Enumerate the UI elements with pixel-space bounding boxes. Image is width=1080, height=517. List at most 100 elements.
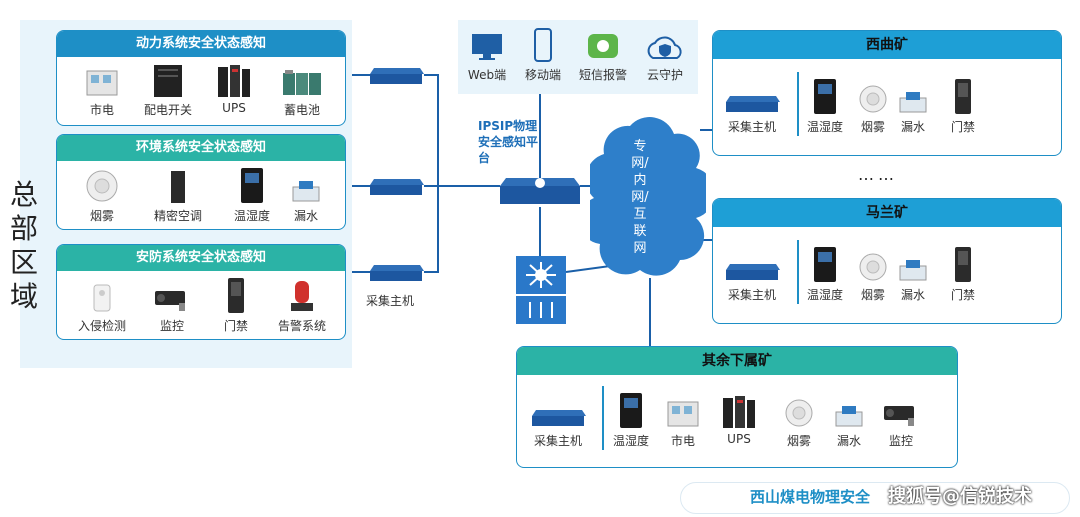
mine-device-item: 市电 bbox=[654, 392, 712, 449]
item-label: 配电开关 bbox=[143, 103, 192, 117]
item-label: 温湿度 bbox=[233, 209, 270, 223]
iot-collector-icon bbox=[522, 392, 594, 428]
xiqu-mine-panel: 西曲矿 bbox=[712, 30, 1062, 156]
core-router-icon bbox=[516, 256, 566, 324]
iot-collector-icon bbox=[370, 68, 424, 84]
iot-collector-icon bbox=[716, 78, 788, 114]
temp-humidity-sensor-icon bbox=[217, 167, 287, 203]
device-label: 温湿度 bbox=[806, 120, 843, 134]
web-terminal: Web端 bbox=[452, 26, 522, 83]
terminal-label: Web端 bbox=[467, 68, 507, 82]
temp-humidity-sensor-icon bbox=[796, 246, 854, 282]
cloud-guard-terminal: 云守护 bbox=[630, 26, 700, 83]
temp-humidity-sensor-icon bbox=[602, 392, 660, 428]
malan-mine-panel: 马兰矿 bbox=[712, 198, 1062, 324]
device-label: 门禁 bbox=[950, 120, 975, 134]
item-label: 漏水 bbox=[293, 209, 318, 223]
terminal-label: 云守护 bbox=[646, 68, 683, 82]
message-icon bbox=[568, 26, 638, 62]
access-control-icon bbox=[934, 78, 992, 114]
smoke-detector-icon bbox=[67, 167, 137, 203]
device-label: 烟雾 bbox=[860, 120, 885, 134]
device-label: 温湿度 bbox=[806, 288, 843, 302]
item-label: 门禁 bbox=[223, 319, 248, 333]
mine-title: 马兰矿 bbox=[713, 199, 1061, 227]
alarm-light-icon bbox=[267, 277, 337, 313]
watermark: 搜狐号@信锐技术 bbox=[888, 486, 1032, 507]
platform-label: IPSIP物理安全感知平台 bbox=[478, 119, 539, 165]
smoke-detector-icon bbox=[844, 246, 902, 282]
cloud-shield-icon bbox=[630, 26, 700, 62]
device-separator bbox=[797, 72, 799, 136]
security-system-title: 安防系统安全状态感知 bbox=[57, 245, 345, 271]
mine-device-item: 采集主机 bbox=[716, 78, 788, 135]
item-label: 监控 bbox=[159, 319, 184, 333]
precision-ac-item: 精密空调 bbox=[143, 167, 213, 224]
item-label: 告警系统 bbox=[277, 319, 326, 333]
iot-collector-icon bbox=[370, 179, 424, 195]
mobile-terminal: 移动端 bbox=[508, 26, 578, 83]
mine-device-item: 采集主机 bbox=[522, 392, 594, 449]
footer-title: 西山煤电物理安全 bbox=[750, 488, 871, 506]
terminal-label: 移动端 bbox=[524, 68, 561, 82]
power-meter-icon bbox=[654, 392, 712, 428]
battery-item: 蓄电池 bbox=[267, 61, 337, 118]
mine-device-item: 门禁 bbox=[934, 78, 992, 135]
camera-icon bbox=[137, 277, 207, 313]
water-leak-item: 漏水 bbox=[271, 167, 341, 224]
mine-device-item: 门禁 bbox=[934, 246, 992, 303]
mine-device-item: UPS bbox=[710, 392, 768, 446]
smoke-detector-icon bbox=[770, 392, 828, 428]
battery-icon bbox=[267, 61, 337, 97]
power-meter-icon bbox=[67, 61, 137, 97]
mine-device-item: 漏水 bbox=[884, 246, 942, 303]
temp-humidity-item: 温湿度 bbox=[217, 167, 287, 224]
mine-device-item: 温湿度 bbox=[602, 392, 660, 449]
intrusion-item: 入侵检测 bbox=[67, 277, 137, 334]
device-label: 温湿度 bbox=[612, 434, 649, 448]
device-separator bbox=[797, 240, 799, 304]
security-system-panel: 安防系统安全状态感知 入侵检测 监控 门禁 告警系统 bbox=[56, 244, 346, 340]
terminal-label: 短信报警 bbox=[578, 68, 627, 82]
mine-device-item: 采集主机 bbox=[716, 246, 788, 303]
cloud-label: 专网/内网/互联网 bbox=[631, 139, 649, 256]
item-label: 市电 bbox=[89, 103, 114, 117]
water-leak-sensor-icon bbox=[820, 392, 878, 428]
mine-device-item: 漏水 bbox=[884, 78, 942, 135]
mine-title: 其余下属矿 bbox=[517, 347, 957, 375]
device-label: 漏水 bbox=[900, 288, 925, 302]
iot-collector-icon bbox=[716, 246, 788, 282]
water-leak-sensor-icon bbox=[271, 167, 341, 203]
access-control-item: 门禁 bbox=[201, 277, 271, 334]
device-label: 采集主机 bbox=[727, 288, 776, 302]
water-leak-sensor-icon bbox=[884, 78, 942, 114]
item-label: UPS bbox=[222, 101, 246, 115]
smoke-detector-icon bbox=[844, 78, 902, 114]
item-label: 精密空调 bbox=[153, 209, 202, 223]
mine-device-item: 漏水 bbox=[820, 392, 878, 449]
item-label: 烟雾 bbox=[89, 209, 114, 223]
device-label: 采集主机 bbox=[533, 434, 582, 448]
air-conditioner-icon bbox=[143, 167, 213, 203]
environment-system-title: 环境系统安全状态感知 bbox=[57, 135, 345, 161]
mine-device-item: 烟雾 bbox=[844, 246, 902, 303]
collector-label: 采集主机 bbox=[366, 294, 415, 308]
mine-device-item: 烟雾 bbox=[844, 78, 902, 135]
cabinet-icon bbox=[133, 61, 203, 97]
access-control-icon bbox=[201, 277, 271, 313]
device-label: 门禁 bbox=[950, 288, 975, 302]
temp-humidity-sensor-icon bbox=[796, 78, 854, 114]
environment-system-panel: 环境系统安全状态感知 烟雾 精密空调 温湿度 漏水 bbox=[56, 134, 346, 230]
mobile-phone-icon bbox=[508, 26, 578, 62]
device-label: 市电 bbox=[670, 434, 695, 448]
device-label: 漏水 bbox=[836, 434, 861, 448]
platform-switch-icon bbox=[500, 178, 580, 204]
distribution-switch-item: 配电开关 bbox=[133, 61, 203, 118]
item-label: 蓄电池 bbox=[283, 103, 320, 117]
ups-icon bbox=[199, 61, 269, 97]
monitor-icon bbox=[452, 26, 522, 62]
water-leak-sensor-icon bbox=[884, 246, 942, 282]
mine-device-item: 温湿度 bbox=[796, 246, 854, 303]
intrusion-detector-icon bbox=[67, 277, 137, 313]
